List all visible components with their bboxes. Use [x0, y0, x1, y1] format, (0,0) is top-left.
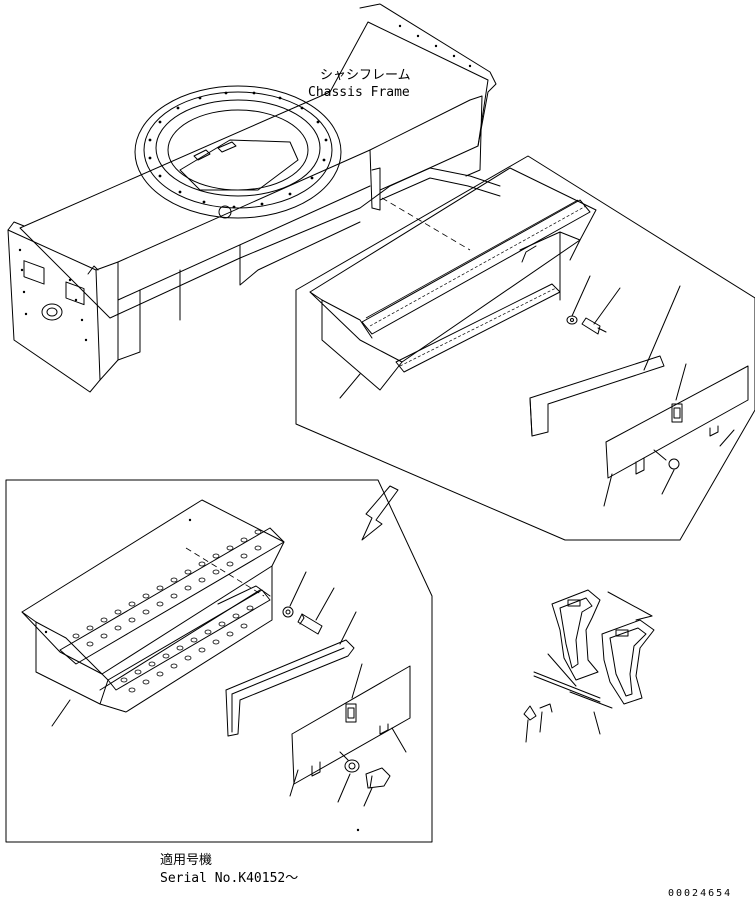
transition-arrow	[361, 485, 399, 541]
lower-cover-plate	[289, 663, 411, 797]
foot-step-parts	[523, 589, 655, 743]
upper-callout-frame	[295, 155, 755, 541]
upper-gasket	[529, 285, 681, 437]
lower-washer-bolt	[282, 571, 335, 635]
lower-step-assembly	[21, 499, 285, 727]
chassis-frame	[7, 3, 501, 393]
serial-label-jp: 適用号機	[160, 852, 212, 868]
upper-washer-bolt	[566, 275, 621, 335]
upper-cover-plate	[603, 363, 749, 507]
chassis-frame-label-en: Chassis Frame	[308, 85, 410, 100]
lower-gasket	[225, 611, 357, 737]
upper-step-assembly	[309, 167, 597, 399]
chassis-frame-label-jp: シャシフレーム	[320, 68, 411, 83]
serial-label-en: Serial No.K40152～	[160, 871, 298, 886]
lower-callout-frame	[5, 479, 433, 843]
mount-line	[381, 197, 471, 251]
drawing-code: 00024654	[668, 888, 732, 899]
lower-nut-bolt	[337, 759, 391, 832]
